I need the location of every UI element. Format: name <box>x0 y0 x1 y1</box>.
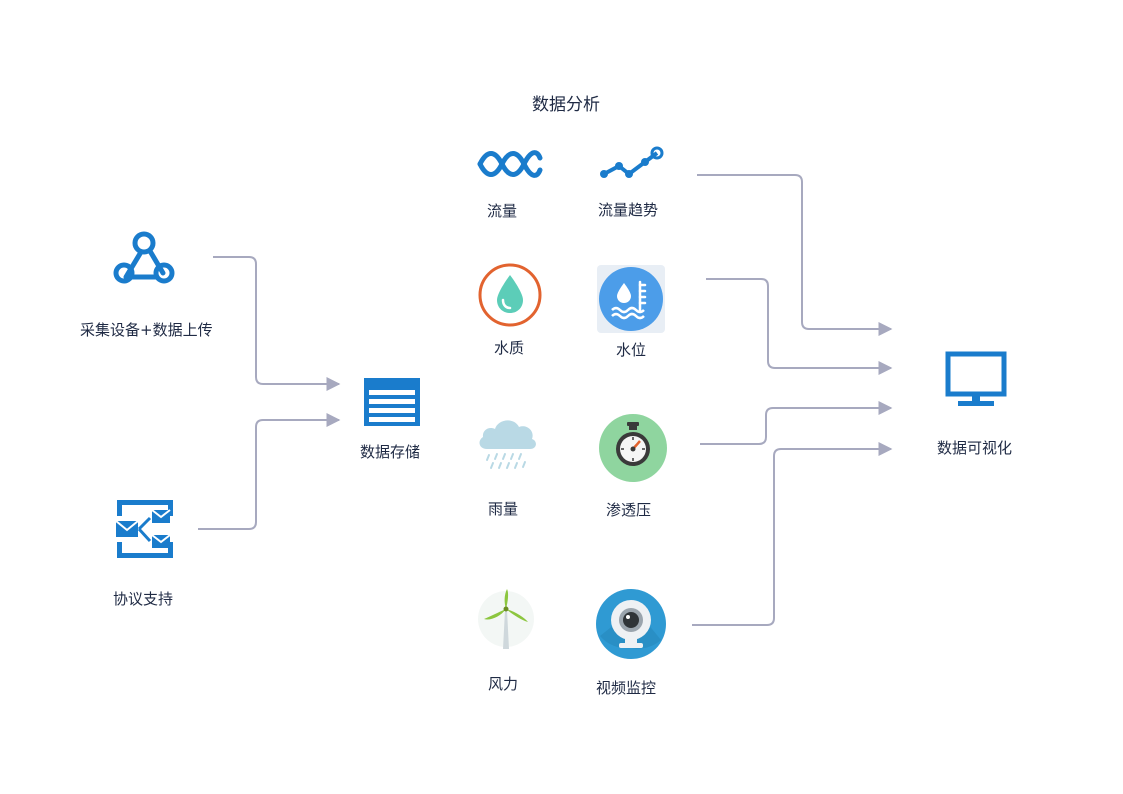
stopwatch-icon <box>598 413 668 483</box>
analysis-label-quality: 水质 <box>494 339 525 357</box>
water-drop-icon <box>477 262 543 328</box>
connector-trend-to-visualization <box>697 174 893 336</box>
table-storage-icon <box>364 378 420 426</box>
analysis-label-wind: 风力 <box>488 675 519 693</box>
rain-cloud-icon <box>473 410 543 478</box>
analysis-label-flow: 流量 <box>487 202 518 220</box>
analysis-title: 数据分析 <box>532 95 600 115</box>
protocol-label: 协议支持 <box>113 590 174 608</box>
collection-label: 采集设备+数据上传 <box>80 321 213 339</box>
storage-label: 数据存储 <box>360 443 421 461</box>
connector-collection-to-storage <box>213 256 341 391</box>
connector-seepage-to-visualization <box>700 401 893 445</box>
analysis-label-trend: 流量趋势 <box>598 201 659 219</box>
connector-level-to-visualization <box>706 278 893 375</box>
visualization-label: 数据可视化 <box>937 439 1013 457</box>
webhook-icon <box>112 229 176 287</box>
analysis-label-level: 水位 <box>616 341 647 359</box>
analysis-label-rain: 雨量 <box>488 500 519 518</box>
water-level-icon <box>597 265 665 333</box>
analysis-label-camera: 视频监控 <box>596 679 657 697</box>
connector-protocol-to-storage <box>198 413 341 530</box>
mail-exchange-icon <box>115 499 175 559</box>
wind-turbine-icon <box>476 587 536 651</box>
trend-line-icon <box>598 146 664 182</box>
webcam-icon <box>595 588 667 660</box>
connector-camera-to-visualization <box>692 442 893 626</box>
analysis-label-seepage: 渗透压 <box>606 501 652 519</box>
flow-wave-icon <box>477 148 543 180</box>
monitor-icon <box>945 351 1007 408</box>
